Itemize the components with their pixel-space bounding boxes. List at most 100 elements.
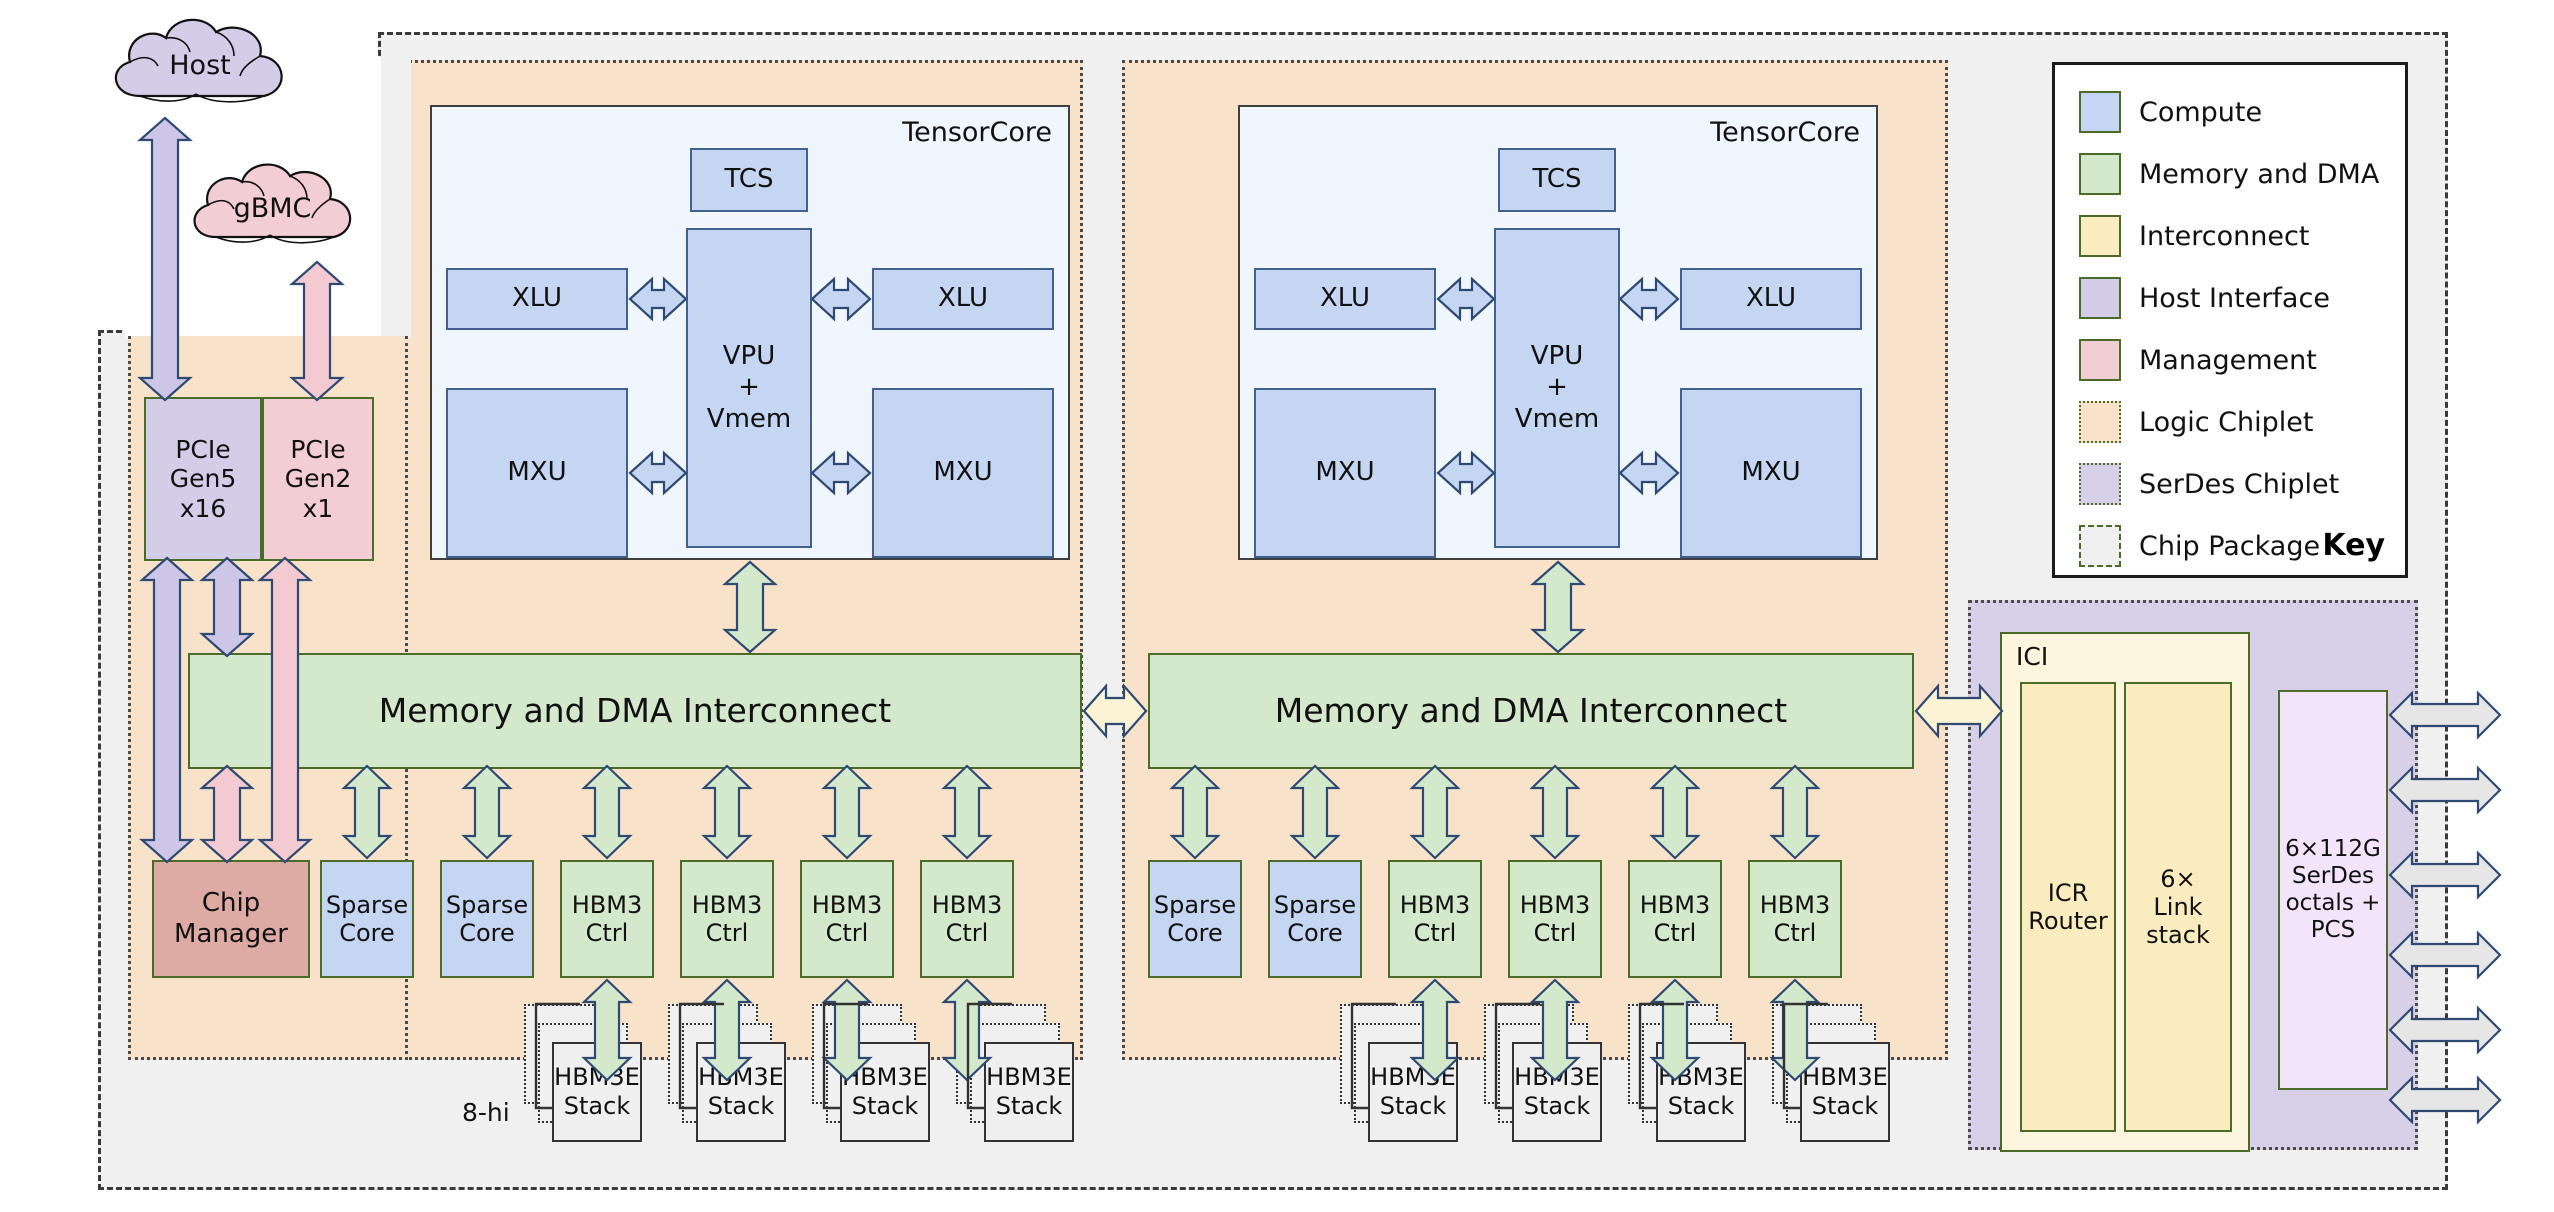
key-swatch-icon <box>2079 215 2121 257</box>
sparse-core-line1: Sparse <box>325 890 409 919</box>
sparse-core-line2: Core <box>339 919 395 947</box>
pcie-gen2-line1: PCIe <box>290 434 346 464</box>
sparse-core-line2: Core <box>459 919 515 947</box>
xlu-right-west[interactable]: XLU <box>1254 268 1436 330</box>
chip-manager-block[interactable]: Chip Manager <box>152 860 310 978</box>
hbm3-ctrl-line1: HBM3 <box>1759 890 1831 919</box>
pcie-gen2-line3: x1 <box>302 493 334 523</box>
pcie-gen5-line2: Gen5 <box>169 464 237 494</box>
tcs-left[interactable]: TCS <box>690 148 808 212</box>
hbm3-ctrl-line1: HBM3 <box>1399 890 1471 919</box>
sparse-core-line1: Sparse <box>445 890 529 919</box>
key-item-label: Host Interface <box>2139 282 2330 314</box>
serdes-octals-pcs-block[interactable]: 6×112G SerDes octals + PCS <box>2278 690 2388 1090</box>
mxu-right-east[interactable]: MXU <box>1680 388 1862 558</box>
vpu-line2: + <box>738 372 760 403</box>
ici-label: ICI <box>2016 642 2049 671</box>
hbm3-ctrl-line2: Ctrl <box>1653 919 1697 947</box>
mxu-left-west[interactable]: MXU <box>446 388 628 558</box>
hbm3-ctrl-line2: Ctrl <box>945 919 989 947</box>
vpu-vmem-right[interactable]: VPU + Vmem <box>1494 228 1620 548</box>
hbm3-ctrl-line2: Ctrl <box>1773 919 1817 947</box>
hbm3-ctrl-line1: HBM3 <box>931 890 1003 919</box>
pcie-gen2-block[interactable]: PCIe Gen2 x1 <box>262 397 374 561</box>
xlu-right-east[interactable]: XLU <box>1680 268 1862 330</box>
host-cloud-label: Host <box>169 50 231 81</box>
serdes-line2: SerDes <box>2291 862 2375 889</box>
hbm3e-stack-line1: HBM3E <box>698 1063 784 1092</box>
icr-router-line1: ICR <box>2047 878 2089 907</box>
link-stack-block[interactable]: 6× Link stack <box>2124 682 2232 1132</box>
hbm3e-stack-line2: Stack <box>995 1092 1063 1120</box>
key-item-label: SerDes Chiplet <box>2139 468 2340 500</box>
vpu-line1: VPU <box>1530 341 1584 372</box>
key-item-label: Management <box>2139 344 2317 376</box>
xlu-left-west[interactable]: XLU <box>446 268 628 330</box>
memory-dma-interconnect-left[interactable]: Memory and DMA Interconnect <box>188 653 1082 769</box>
key-item-serdes-chiplet: SerDes Chiplet <box>2079 463 2339 505</box>
hbm3e-stack-line1: HBM3E <box>554 1063 640 1092</box>
pcie-gen5-block[interactable]: PCIe Gen5 x16 <box>144 397 262 561</box>
chip-manager-line2: Manager <box>174 919 288 949</box>
hbm3-ctrl-line2: Ctrl <box>1533 919 1577 947</box>
key-item-logic-chiplet: Logic Chiplet <box>2079 401 2313 443</box>
key-item-label: Memory and DMA <box>2139 158 2380 190</box>
key-swatch-icon <box>2079 525 2121 567</box>
mxu-right-west[interactable]: MXU <box>1254 388 1436 558</box>
sparse-core-line1: Sparse <box>1273 890 1357 919</box>
hbm3e-stack-line1: HBM3E <box>1802 1063 1888 1092</box>
key-item-label: Compute <box>2139 96 2263 128</box>
tcs-right[interactable]: TCS <box>1498 148 1616 212</box>
mxu-left-east[interactable]: MXU <box>872 388 1054 558</box>
hbm3-ctrl-line1: HBM3 <box>811 890 883 919</box>
hbm3e-stack-line2: Stack <box>1379 1092 1447 1120</box>
key-swatch-icon <box>2079 463 2121 505</box>
chiplet-left-cutout-pkg <box>381 36 411 338</box>
memory-dma-interconnect-right[interactable]: Memory and DMA Interconnect <box>1148 653 1914 769</box>
vpu-vmem-left[interactable]: VPU + Vmem <box>686 228 812 548</box>
link-stack-line1: 6× <box>2160 864 2196 893</box>
hbm3-ctrl-line2: Ctrl <box>705 919 749 947</box>
icr-router-block[interactable]: ICR Router <box>2020 682 2116 1132</box>
hbm3-ctrl-line2: Ctrl <box>585 919 629 947</box>
key-item-chip-package: Chip Package <box>2079 525 2320 567</box>
sparse-core-line2: Core <box>1287 919 1343 947</box>
vpu-line3: Vmem <box>706 403 792 434</box>
key-item-memory-and-dma: Memory and DMA <box>2079 153 2379 195</box>
key-swatch-icon <box>2079 91 2121 133</box>
hbm3e-stack-line2: Stack <box>563 1092 631 1120</box>
xlu-left-east[interactable]: XLU <box>872 268 1054 330</box>
vpu-line1: VPU <box>722 341 776 372</box>
hbm3-ctrl-line2: Ctrl <box>1413 919 1457 947</box>
pcie-gen2-line2: Gen2 <box>284 464 352 494</box>
